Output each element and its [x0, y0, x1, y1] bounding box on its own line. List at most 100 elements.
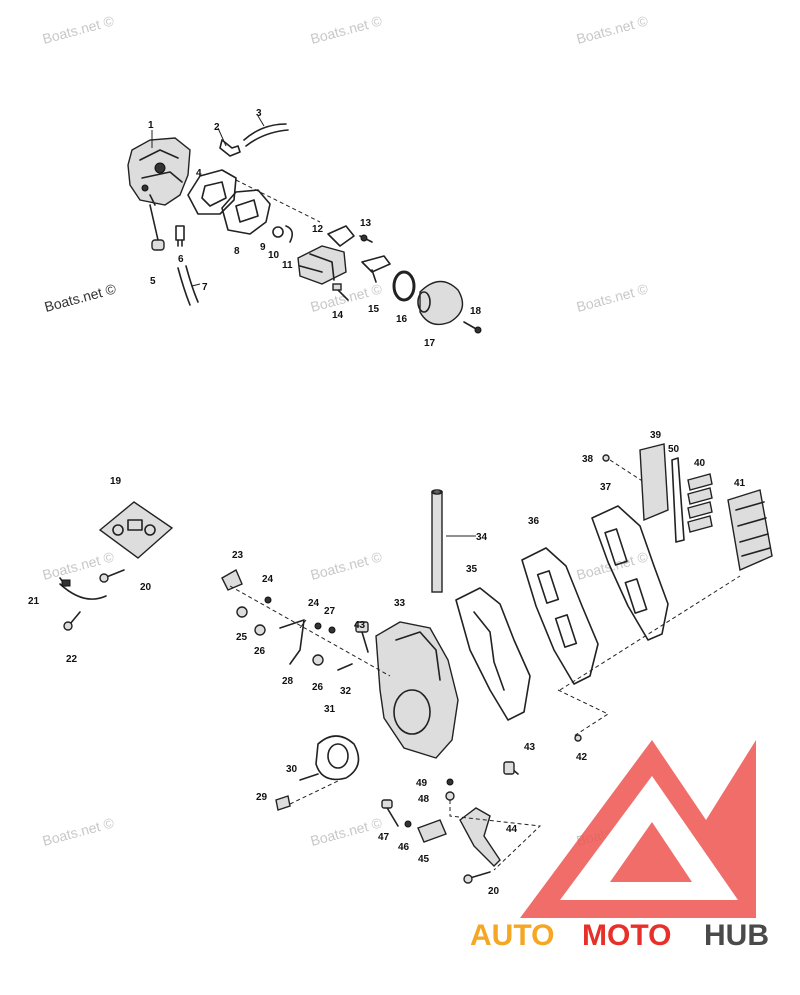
watermark: Boats.net ©: [41, 12, 117, 47]
part-washer: [272, 226, 284, 238]
part-washer-26: [254, 624, 266, 636]
callout-26: 26: [254, 646, 266, 657]
callout-11: 11: [282, 260, 293, 271]
part-screw-22: [69, 611, 81, 625]
part-nut-29: [275, 795, 291, 811]
part-screw-32: [337, 663, 353, 671]
watermark: Boats.net ©: [309, 814, 385, 849]
callout-7: 7: [202, 282, 208, 293]
part-o-ring: [392, 270, 416, 302]
callout-48: 48: [418, 794, 430, 805]
callout-40: 40: [694, 458, 706, 469]
logo-text-auto: AUTO: [470, 919, 554, 952]
watermark: Boats.net ©: [309, 12, 385, 47]
callout-24: 24: [262, 574, 274, 585]
logo-text-moto: MOTO: [582, 919, 671, 952]
part-screw-38: [602, 454, 610, 462]
part-reeds-40: [687, 473, 713, 533]
callout-33: 33: [394, 598, 406, 609]
part-washer-48: [445, 791, 455, 801]
part-gasket-31: [315, 735, 360, 781]
callout-10: 10: [268, 250, 280, 261]
logo-triangle-center-icon: [610, 822, 692, 882]
callout-24b: 24: [308, 598, 320, 609]
callout-1: 1: [148, 120, 154, 131]
callout-43: 43: [354, 620, 366, 631]
callout-12: 12: [312, 224, 324, 235]
part-nut-49: [446, 778, 454, 786]
part-reed-stop-39: [639, 443, 669, 522]
watermark: Boats.net ©: [41, 814, 117, 849]
part-gasket-37: [591, 505, 669, 641]
callout-35: 35: [466, 564, 478, 575]
callout-31: 31: [324, 704, 336, 715]
callout-8: 8: [234, 246, 240, 257]
carburetor-assembly: [127, 123, 482, 334]
callout-47: 47: [378, 832, 390, 843]
callout-21: 21: [28, 596, 40, 607]
callout-5: 5: [150, 276, 156, 287]
callout-9: 9: [260, 242, 266, 253]
callout-37: 37: [600, 482, 612, 493]
part-choke-solenoid: [297, 245, 347, 285]
part-linkage-23: [221, 569, 243, 591]
callout-46: 46: [398, 842, 410, 853]
callout-34: 34: [476, 532, 488, 543]
callout-39: 39: [650, 430, 662, 441]
callout-23: 23: [232, 550, 244, 561]
callout-49: 49: [416, 778, 428, 789]
callout-15: 15: [368, 304, 380, 315]
part-screw-47: [385, 805, 399, 827]
callout-2: 2: [214, 122, 220, 133]
part-clip: [285, 225, 294, 243]
callout-26b: 26: [312, 682, 324, 693]
callout-41: 41: [734, 478, 746, 489]
callout-14: 14: [332, 310, 344, 321]
part-rod-34: [431, 491, 443, 593]
callout-20: 20: [140, 582, 152, 593]
callout-6: 6: [178, 254, 184, 265]
part-nut-24: [264, 596, 272, 604]
part-screw-42: [574, 734, 582, 742]
watermark: Boats.net ©: [575, 12, 651, 47]
callout-13: 13: [360, 218, 372, 229]
part-reed-block-41: [727, 489, 773, 571]
callout-27: 27: [324, 606, 336, 617]
part-reed-plate-36: [521, 547, 599, 685]
callout-22: 22: [66, 654, 78, 665]
part-strip-50: [671, 457, 685, 543]
callout-17: 17: [424, 338, 436, 349]
callout-50: 50: [668, 444, 680, 455]
part-plunger: [361, 255, 391, 283]
part-intake-gasket: [221, 189, 271, 235]
callout-38: 38: [582, 454, 594, 465]
watermark: Boats.net ©: [309, 548, 385, 583]
intake-assembly: [221, 443, 773, 884]
callout-3: 3: [256, 108, 262, 119]
callout-43b: 43: [524, 742, 536, 753]
part-screw-43: [361, 631, 369, 653]
part-bracket: [327, 225, 355, 247]
part-fitting: [219, 139, 241, 157]
callout-32: 32: [340, 686, 352, 697]
part-screw-20b: [469, 871, 491, 879]
logo-text-hub: HUB: [704, 919, 769, 952]
callout-42: 42: [576, 752, 588, 763]
part-screw: [149, 204, 159, 241]
callout-20b: 20: [488, 886, 500, 897]
callout-28: 28: [282, 676, 294, 687]
callout-16: 16: [396, 314, 408, 325]
part-washer-46: [404, 820, 412, 828]
callout-44: 44: [506, 824, 518, 835]
part-bracket-45: [417, 819, 447, 843]
leader-lines: [151, 115, 476, 629]
callout-18: 18: [470, 306, 482, 317]
part-hose: [243, 123, 289, 147]
part-lever-44: [459, 807, 501, 867]
automotohub-logo: AUTO MOTO HUB: [470, 740, 769, 952]
callout-36: 36: [528, 516, 540, 527]
part-nut-24b: [314, 622, 322, 630]
part-lever-28: [279, 619, 305, 665]
callout-29: 29: [256, 792, 268, 803]
